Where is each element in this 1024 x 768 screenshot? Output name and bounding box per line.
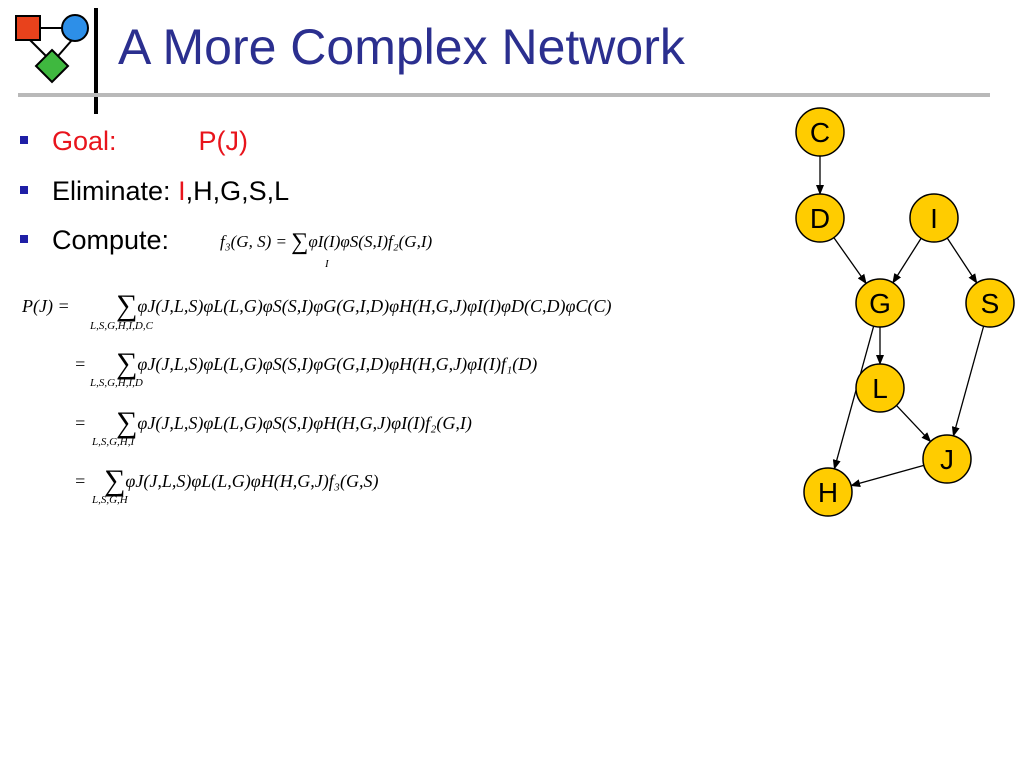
node-label: J — [940, 444, 954, 475]
node-g: G — [855, 278, 905, 328]
edge-l-to-j — [895, 405, 932, 443]
compute-formula-body: φI(I)φS(S,I)f₂(G,I) — [308, 232, 433, 251]
equation-line-3-underset: L,S,G,H,I — [92, 436, 135, 448]
equation-line-4-underset: L,S,G,H — [92, 494, 128, 506]
sum-symbol: ∑ — [116, 289, 138, 322]
logo-square-icon — [15, 15, 41, 41]
node-h: H — [803, 467, 853, 517]
edge-j-to-h — [850, 464, 925, 488]
edge-g-to-h — [832, 325, 875, 470]
compute-formula: f₃(G, S) = ∑φI(I)φS(S,I)f₂(G,I) — [220, 228, 433, 255]
equation-line-3: = ∑φJ(J,L,S)φL(L,G)φS(S,I)φH(H,G,J)φI(I)f… — [74, 405, 472, 438]
sum-symbol: ∑ — [116, 347, 138, 380]
sum-symbol: ∑ — [104, 464, 126, 497]
node-circle — [909, 193, 959, 243]
edge-s-to-j — [951, 325, 985, 437]
node-c: C — [795, 107, 845, 157]
equation-line-1-lhs: P(J) = — [22, 296, 70, 316]
equation-line-4: = ∑φJ(J,L,S)φL(L,G)φH(H,G,J)f₃(G,S) — [74, 463, 379, 496]
node-d: D — [795, 193, 845, 243]
goal-label: Goal: — [52, 126, 117, 156]
bullet-square-icon — [20, 185, 28, 194]
node-label: D — [810, 203, 830, 234]
bullet-compute: Compute: — [20, 227, 740, 254]
node-label: C — [810, 117, 830, 148]
equation-line-4-lhs: = — [74, 471, 87, 491]
node-circle — [803, 467, 853, 517]
equation-line-2: = ∑φJ(J,L,S)φL(L,G)φS(S,I)φG(G,I,D)φH(H,G… — [74, 346, 538, 379]
node-circle — [855, 363, 905, 413]
bullet-square-icon — [20, 135, 28, 144]
node-label: S — [981, 288, 1000, 319]
bullet-goal: Goal: P(J) — [20, 128, 740, 155]
compute-formula-underset: I — [325, 258, 329, 270]
edge-i-to-s — [946, 237, 978, 284]
node-circle — [922, 434, 972, 484]
node-label: H — [818, 477, 838, 508]
equation-line-2-body: φJ(J,L,S)φL(L,G)φS(S,I)φG(G,I,D)φH(H,G,J… — [137, 354, 538, 374]
equation-line-1-underset: L,S,G,H,I,D,C — [90, 320, 153, 332]
node-j: J — [922, 434, 972, 484]
node-i: I — [909, 193, 959, 243]
node-circle — [965, 278, 1015, 328]
node-circle — [795, 107, 845, 157]
equation-line-2-lhs: = — [74, 354, 87, 374]
node-circle — [795, 193, 845, 243]
eliminate-rest: ,H,G,S,L — [185, 176, 290, 206]
equation-line-3-body: φJ(J,L,S)φL(L,G)φS(S,I)φH(H,G,J)φI(I)f₂(… — [137, 413, 472, 433]
eliminate-first: I — [178, 176, 186, 206]
sum-symbol: ∑ — [291, 229, 309, 255]
edge-d-to-g — [833, 237, 867, 285]
node-l: L — [855, 363, 905, 413]
compute-label: Compute: — [52, 225, 170, 255]
bullet-eliminate: Eliminate: I,H,G,S,L — [20, 178, 740, 205]
title-divider — [18, 93, 990, 97]
equation-line-1: P(J) = ∑φJ(J,L,S)φL(L,G)φS(S,I)φG(G,I,D)φ… — [22, 288, 612, 321]
compute-formula-lhs: f₃(G, S) = — [220, 232, 287, 251]
logo-diamond-icon — [34, 48, 70, 84]
sum-symbol: ∑ — [116, 406, 138, 439]
equation-line-1-body: φJ(J,L,S)φL(L,G)φS(S,I)φG(G,I,D)φH(H,G,J… — [137, 296, 612, 316]
bullet-square-icon — [20, 234, 28, 243]
edge-i-to-g — [892, 237, 922, 284]
node-label: I — [930, 203, 938, 234]
title-vertical-bar — [94, 8, 98, 114]
logo-circle-icon — [61, 14, 89, 42]
equation-line-2-underset: L,S,G,H,I,D — [90, 377, 143, 389]
slide-logo — [15, 14, 89, 84]
node-label: G — [869, 288, 891, 319]
equation-line-3-lhs: = — [74, 413, 87, 433]
slide-title: A More Complex Network — [118, 19, 685, 75]
equation-line-4-body: φJ(J,L,S)φL(L,G)φH(H,G,J)f₃(G,S) — [125, 471, 379, 491]
node-circle — [855, 278, 905, 328]
node-s: S — [965, 278, 1015, 328]
eliminate-label: Eliminate: — [52, 176, 171, 206]
node-label: L — [872, 373, 888, 404]
goal-value: P(J) — [198, 126, 249, 156]
